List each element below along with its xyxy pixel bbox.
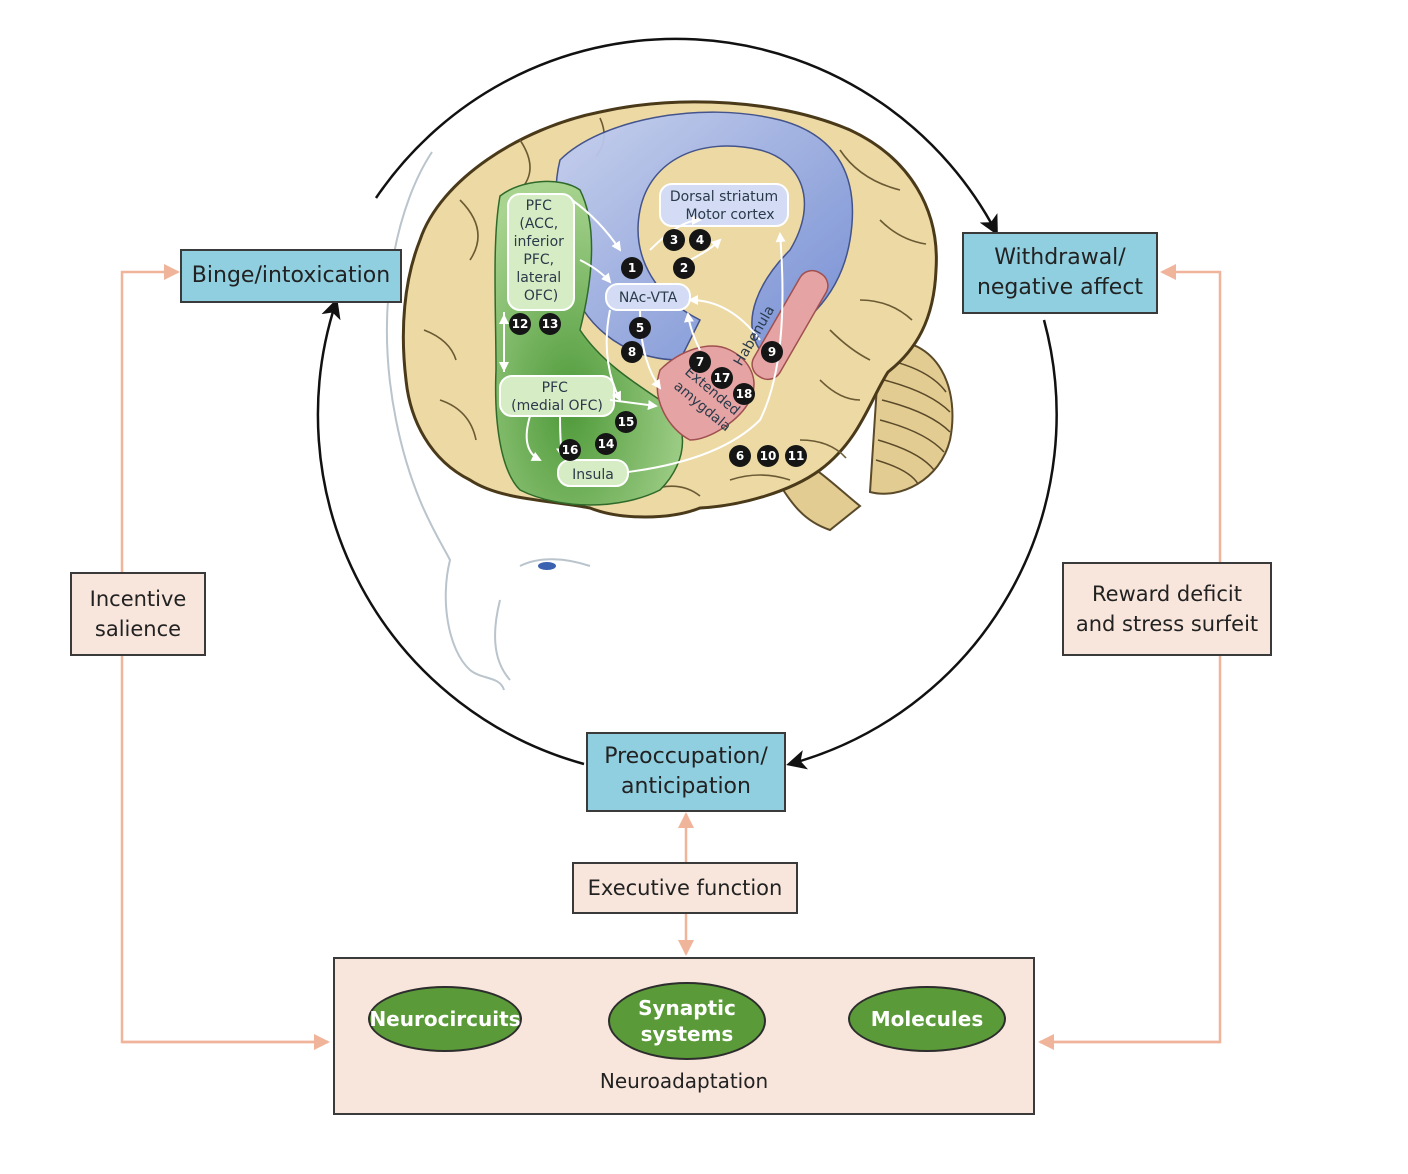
reward-deficit-box: Reward deficit and stress surfeit	[1062, 562, 1272, 656]
neuroadaptation-label: Neuroadaptation	[599, 1069, 769, 1093]
svg-text:1: 1	[628, 261, 636, 275]
svg-text:6: 6	[736, 449, 744, 463]
insula-box	[557, 459, 629, 487]
synaptic-systems-label: Synaptic systems	[638, 996, 736, 1046]
svg-text:3: 3	[670, 233, 678, 247]
badge-17: 17	[711, 367, 733, 389]
badge-12: 12	[509, 313, 531, 335]
synaptic-systems-oval: Synaptic systems	[608, 982, 766, 1060]
svg-text:4: 4	[696, 233, 704, 247]
svg-text:5: 5	[636, 321, 644, 335]
executive-function-label: Executive function	[587, 875, 783, 900]
badge-18: 18	[733, 383, 755, 405]
svg-text:14: 14	[598, 437, 615, 451]
incentive-salience-box: Incentive salience	[70, 572, 206, 656]
cycle-arrow-to-withdrawal	[374, 37, 998, 236]
withdrawal-box: Withdrawal/ negative affect	[962, 232, 1158, 314]
reward-deficit-label: Reward deficit and stress surfeit	[1075, 581, 1259, 636]
badge-10: 10	[757, 445, 779, 467]
molecules-oval: Molecules	[848, 986, 1006, 1052]
badge-3: 3	[663, 229, 685, 251]
badge-7: 7	[689, 351, 711, 373]
badge-4: 4	[689, 229, 711, 251]
pfc-lateral-label: PFC (ACC, inferior PFC, lateral OFC)	[514, 198, 569, 304]
svg-text:9: 9	[768, 345, 776, 359]
connector-left	[120, 264, 328, 1044]
svg-text:10: 10	[760, 449, 777, 463]
badge-1: 1	[621, 257, 643, 279]
badge-9: 9	[761, 341, 783, 363]
preoccupation-label: Preoccupation/ anticipation	[604, 744, 768, 799]
circuit-arrows	[499, 199, 786, 473]
connector-right	[1040, 264, 1222, 1044]
svg-text:13: 13	[542, 317, 559, 331]
numbered-badges: 1 2 3 4 5 6 7 8 9 10 11 12 13 14 15 16 1…	[509, 229, 807, 467]
svg-text:18: 18	[736, 387, 753, 401]
svg-text:16: 16	[562, 443, 579, 457]
peach-connectors	[120, 264, 1222, 1050]
svg-text:15: 15	[618, 415, 635, 429]
executive-function-box: Executive function	[572, 862, 798, 914]
pfc-medial-label: PFC (medial OFC)	[511, 380, 603, 414]
pfc-lateral-box	[507, 193, 575, 311]
dorsal-striatum-label: Dorsal striatum	[670, 189, 778, 205]
svg-text:12: 12	[512, 317, 529, 331]
badge-8: 8	[621, 341, 643, 363]
cycle-arrow-to-binge	[316, 298, 585, 766]
preoccupation-box: Preoccupation/ anticipation	[586, 732, 786, 812]
motor-cortex-label: Motor cortex	[685, 207, 774, 223]
badge-15: 15	[615, 411, 637, 433]
cycle-circle	[316, 37, 1058, 770]
insula-label: Insula	[572, 467, 614, 483]
binge-intoxication-label: Binge/intoxication	[191, 263, 391, 289]
withdrawal-label: Withdrawal/ negative affect	[976, 245, 1144, 300]
svg-text:2: 2	[680, 261, 688, 275]
badge-11: 11	[785, 445, 807, 467]
svg-text:11: 11	[788, 449, 805, 463]
neurocircuits-label: Neurocircuits	[369, 1007, 521, 1031]
nac-vta-label: NAc-VTA	[619, 290, 678, 306]
molecules-label: Molecules	[870, 1007, 984, 1031]
cycle-arrow-to-preoccupation	[786, 319, 1058, 770]
binge-intoxication-box: Binge/intoxication	[180, 249, 402, 303]
badge-5: 5	[629, 317, 651, 339]
incentive-salience-label: Incentive salience	[89, 586, 187, 641]
cerebellum	[868, 338, 954, 495]
badge-16: 16	[559, 439, 581, 461]
brain: PFC (ACC, inferior PFC, lateral OFC) PFC…	[401, 100, 954, 532]
badge-14: 14	[595, 433, 617, 455]
svg-text:7: 7	[696, 355, 704, 369]
eye	[538, 562, 556, 570]
badge-13: 13	[539, 313, 561, 335]
neurocircuits-oval: Neurocircuits	[368, 986, 522, 1052]
badge-2: 2	[673, 257, 695, 279]
badge-6: 6	[729, 445, 751, 467]
svg-text:8: 8	[628, 345, 636, 359]
svg-text:17: 17	[714, 371, 731, 385]
